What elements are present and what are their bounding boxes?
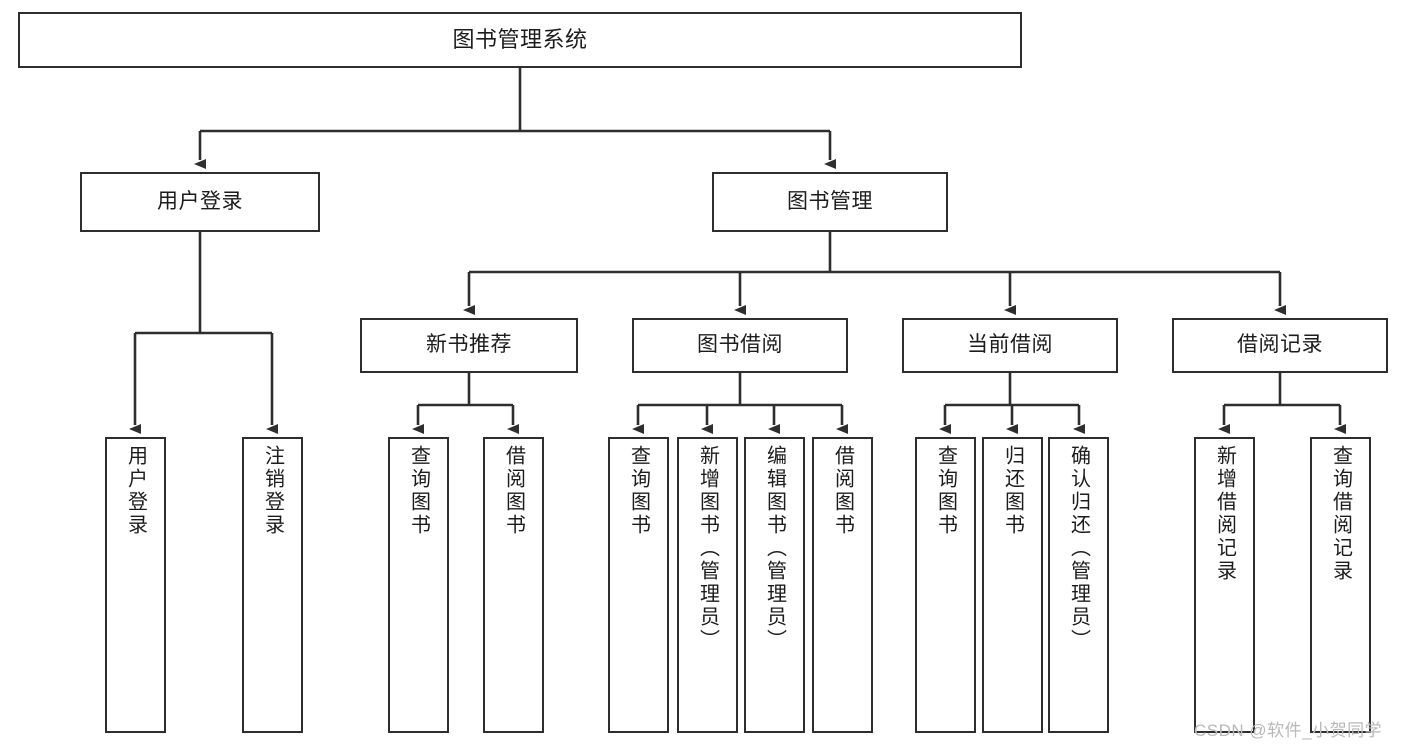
node-label: 查询借阅记录 <box>1329 445 1352 583</box>
leaf-book-borrow-borrow-book[interactable]: 借阅图书 <box>812 437 873 733</box>
node-label: 查询图书 <box>934 445 957 537</box>
node-book-management[interactable]: 图书管理 <box>712 172 948 232</box>
node-label: 确认归还（管理员） <box>1067 445 1090 652</box>
node-label: 借阅图书 <box>831 445 854 537</box>
leaf-book-borrow-query-book[interactable]: 查询图书 <box>608 437 669 733</box>
node-label: 用户登录 <box>124 445 147 537</box>
node-label: 图书管理 <box>787 189 873 213</box>
node-label: 借阅图书 <box>502 445 525 537</box>
leaf-book-borrow-edit-book-admin[interactable]: 编辑图书（管理员） <box>744 437 805 733</box>
node-label: 新增图书（管理员） <box>696 445 719 652</box>
leaf-current-borrow-confirm-return-admin[interactable]: 确认归还（管理员） <box>1048 437 1109 733</box>
leaf-user-login-login[interactable]: 用户登录 <box>105 437 166 733</box>
node-borrow-record[interactable]: 借阅记录 <box>1172 318 1388 373</box>
node-label: 新书推荐 <box>426 333 512 357</box>
node-current-borrow[interactable]: 当前借阅 <box>902 318 1118 373</box>
leaf-current-borrow-return-book[interactable]: 归还图书 <box>982 437 1043 733</box>
node-label: 编辑图书（管理员） <box>763 445 786 652</box>
node-book-borrow[interactable]: 图书借阅 <box>632 318 848 373</box>
node-label: 新增借阅记录 <box>1213 445 1236 583</box>
leaf-borrow-record-query-record[interactable]: 查询借阅记录 <box>1310 437 1371 733</box>
leaf-borrow-record-add-record[interactable]: 新增借阅记录 <box>1194 437 1255 733</box>
node-label: 归还图书 <box>1001 445 1024 537</box>
node-label: 当前借阅 <box>967 333 1053 357</box>
node-root-book-management-system[interactable]: 图书管理系统 <box>18 12 1022 68</box>
leaf-current-borrow-query-book[interactable]: 查询图书 <box>915 437 976 733</box>
leaf-user-login-logout[interactable]: 注销登录 <box>242 437 303 733</box>
node-label: 借阅记录 <box>1237 333 1323 357</box>
node-label: 查询图书 <box>407 445 430 537</box>
leaf-book-borrow-add-book-admin[interactable]: 新增图书（管理员） <box>677 437 738 733</box>
node-label: 注销登录 <box>261 445 284 537</box>
node-new-book-recommend[interactable]: 新书推荐 <box>360 318 578 373</box>
leaf-new-book-query-book[interactable]: 查询图书 <box>388 437 449 733</box>
leaf-new-book-borrow-book[interactable]: 借阅图书 <box>483 437 544 733</box>
node-user-login[interactable]: 用户登录 <box>80 172 320 232</box>
csdn-watermark: CSDN @软件_小贺同学 <box>1194 721 1383 740</box>
node-label: 用户登录 <box>157 189 243 213</box>
node-label: 图书借阅 <box>697 333 783 357</box>
node-label: 查询图书 <box>627 445 650 537</box>
node-label: 图书管理系统 <box>452 27 588 53</box>
